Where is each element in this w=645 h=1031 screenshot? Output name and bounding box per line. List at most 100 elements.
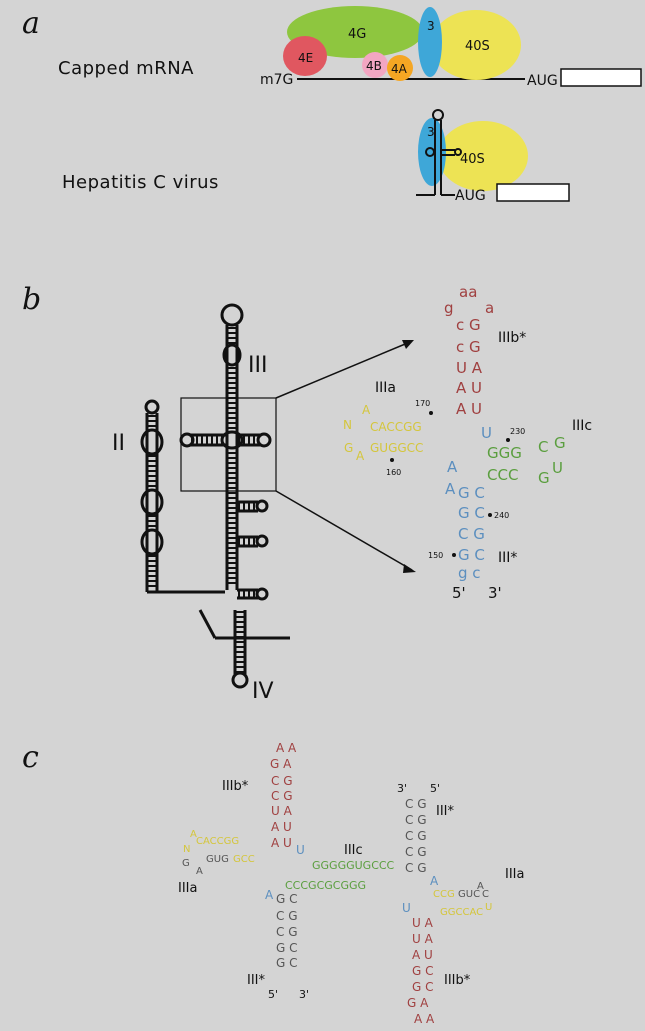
svg-text:GGCCAC: GGCCAC — [440, 907, 483, 918]
svg-text:c G: c G — [456, 316, 481, 334]
sequence-left: A A G A C G C G U A A U A U CACCGG N A G… — [182, 741, 395, 970]
svg-text:240: 240 — [494, 511, 509, 520]
c-iiia-left-label: IIIa — [178, 881, 197, 896]
svg-text:A: A — [430, 874, 439, 888]
svg-text:U: U — [402, 901, 411, 915]
svg-text:C G: C G — [271, 789, 293, 803]
svg-text:G C: G C — [276, 956, 298, 970]
svg-text:A: A — [196, 866, 203, 877]
panel-c-diagram: A A G A C G C G U A A U A U CACCGG N A G… — [0, 740, 645, 1030]
svg-text:U A: U A — [412, 932, 434, 946]
svg-text:U: U — [481, 424, 492, 442]
svg-text:G A: G A — [270, 757, 292, 771]
svg-text:CACCGG: CACCGG — [196, 836, 239, 847]
svg-text:A A: A A — [276, 741, 297, 755]
c-five-right-label: 5' — [430, 782, 440, 795]
svg-text:g c: g c — [458, 564, 481, 582]
c-iiib-right-label: IIIb* — [444, 973, 471, 988]
svg-text:C G: C G — [458, 525, 485, 543]
svg-text:CCG: CCG — [433, 889, 455, 900]
svg-text:c G: c G — [456, 338, 481, 356]
svg-text:4A: 4A — [391, 62, 408, 76]
svg-text:CCC: CCC — [487, 466, 518, 484]
svg-text:3: 3 — [427, 19, 435, 33]
svg-text:C G: C G — [405, 845, 427, 859]
c-iiib-left-label: IIIb* — [222, 779, 249, 794]
iiib-star-label: IIIb* — [498, 330, 526, 346]
five-prime-label: 5' — [452, 584, 466, 602]
svg-text:G C: G C — [458, 504, 485, 522]
zoom-arrow-bottom — [276, 491, 412, 570]
4e-factor: 4E — [283, 36, 327, 76]
domain-ii-label: II — [112, 431, 125, 456]
svg-text:C G: C G — [405, 813, 427, 827]
svg-text:GGG: GGG — [487, 444, 522, 462]
iii-star-label: III* — [498, 550, 517, 566]
svg-text:G: G — [538, 469, 550, 487]
panel-a-diagram: 4G 4E 4B 4A 40S 3 m7G AUG 40S 3 — [0, 0, 645, 240]
svg-text:A U: A U — [456, 379, 482, 397]
svg-text:GGGGGUGCCC: GGGGGUGCCC — [312, 859, 395, 872]
svg-text:A: A — [477, 881, 484, 892]
svg-text:GUGGCC: GUGGCC — [370, 441, 423, 455]
svg-text:3: 3 — [427, 125, 435, 139]
svg-text:GCC: GCC — [233, 854, 255, 865]
svg-text:U: U — [485, 902, 492, 913]
svg-text:4G: 4G — [348, 27, 366, 42]
svg-text:A U: A U — [271, 820, 292, 834]
svg-text:A: A — [447, 458, 458, 476]
c-five-left-label: 5' — [268, 988, 278, 1001]
svg-text:A: A — [190, 829, 197, 840]
domain-iii-label: III — [248, 353, 267, 378]
svg-text:A: A — [362, 403, 371, 417]
svg-text:G: G — [344, 441, 353, 455]
4b-factor: 4B — [362, 52, 388, 78]
svg-text:G A: G A — [407, 996, 429, 1010]
ires-schematic — [142, 305, 290, 687]
c-iii-star-left-label: III* — [247, 973, 266, 988]
svg-text:GUG: GUG — [206, 854, 229, 865]
svg-text:A U: A U — [412, 948, 433, 962]
svg-text:A: A — [356, 449, 365, 463]
three-prime-label: 3' — [488, 584, 502, 602]
sequence-detail: aa g a c G c G U A A U A U A N CACCGG GU… — [343, 283, 566, 582]
svg-text:C G: C G — [405, 861, 427, 875]
svg-text:150: 150 — [428, 551, 443, 560]
svg-text:C G: C G — [276, 909, 298, 923]
svg-text:C G: C G — [276, 925, 298, 939]
svg-text:aa: aa — [459, 283, 477, 301]
svg-text:CCCGCGCGGG: CCCGCGCGGG — [285, 879, 366, 892]
c-three-right-label: 3' — [397, 782, 407, 795]
iiia-label: IIIa — [375, 380, 396, 396]
orf-box — [561, 69, 641, 86]
svg-text:C G: C G — [271, 774, 293, 788]
svg-text:C G: C G — [405, 797, 427, 811]
svg-text:N: N — [183, 844, 190, 855]
hcv-aug-label: AUG — [455, 188, 486, 204]
svg-text:4E: 4E — [298, 51, 313, 65]
svg-text:G C: G C — [458, 484, 485, 502]
svg-text:160: 160 — [386, 468, 401, 477]
svg-text:G C: G C — [412, 980, 434, 994]
hcv-orf-box — [497, 184, 569, 201]
svg-text:4B: 4B — [366, 59, 382, 73]
svg-text:CACCGG: CACCGG — [370, 420, 422, 434]
4a-factor: 4A — [387, 55, 413, 81]
svg-text:A U: A U — [271, 836, 292, 850]
svg-text:G: G — [554, 434, 566, 452]
svg-text:U A: U A — [271, 804, 293, 818]
iiic-label: IIIc — [572, 418, 592, 434]
svg-text:C G: C G — [405, 829, 427, 843]
eif3-factor: 3 — [418, 7, 442, 77]
aug-label: AUG — [527, 73, 558, 89]
c-iiic-label: IIIc — [344, 843, 363, 858]
svg-text:C: C — [538, 438, 548, 456]
svg-text:U A: U A — [456, 359, 483, 377]
svg-text:A U: A U — [456, 400, 482, 418]
40s-subunit: 40S — [431, 10, 521, 80]
svg-text:A: A — [265, 888, 274, 902]
svg-text:g: g — [444, 299, 454, 317]
svg-text:A: A — [445, 480, 456, 498]
domain-iv-label: IV — [252, 679, 274, 704]
svg-text:40S: 40S — [465, 39, 490, 54]
